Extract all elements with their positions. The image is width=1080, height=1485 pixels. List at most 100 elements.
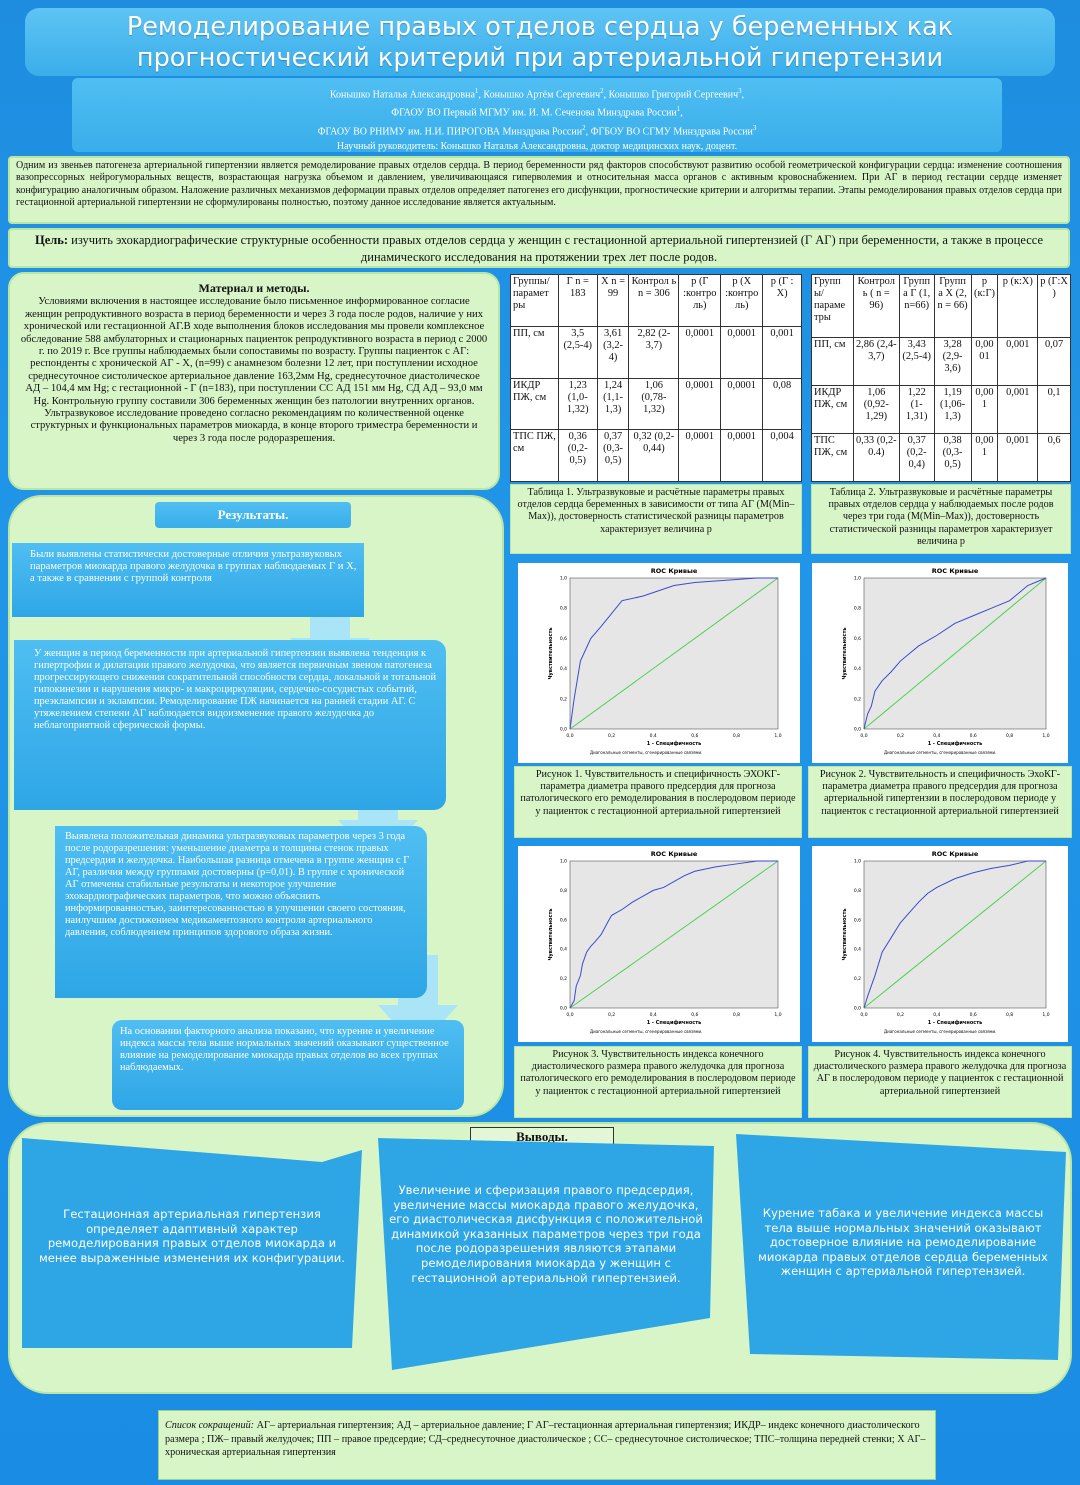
x-tick-label: 0,0 (566, 733, 573, 739)
table-header-cell: Групп ы/ параме тры (811, 274, 854, 338)
table-cell: 0,37 (0,3-0,5) (596, 429, 630, 482)
y-tick-label: 0,8 (560, 606, 567, 612)
table-cell: 3,61 (3,2-4) (596, 325, 630, 379)
table-cell: 0,0001 (678, 429, 722, 482)
x-tick-label: 1,0 (774, 733, 781, 739)
y-tick-label: 0,8 (560, 888, 567, 894)
y-axis-label: Чувствительность (548, 627, 554, 679)
table-cell: 0,004 (762, 429, 802, 482)
x-tick-label: 1,0 (1042, 1012, 1049, 1018)
roc-curve (863, 860, 1046, 1009)
chart-footnote: Диагональные сегменты, сгенерированные с… (884, 750, 996, 755)
chart-footnote: Диагональные сегменты, сгенерированные с… (884, 1029, 996, 1034)
chart-footnote: Диагональные сегменты, сгенерированные с… (590, 750, 702, 755)
x-tick-label: 1,0 (774, 1012, 781, 1018)
table-cell: 0,001 (997, 432, 1039, 483)
table-header-cell: Контрол ь ( n = 96) (852, 274, 900, 338)
y-tick-label: 0,6 (854, 636, 861, 642)
authors-names: Конышко Наталья Александровна1, Конышко … (329, 87, 745, 101)
table-cell: ТПС ПЖ, см (510, 429, 559, 482)
conclusion-shape-3 (736, 1134, 1066, 1360)
table-cell: 0,001 (997, 384, 1039, 434)
result-box-2: У женщин в период беременности при артер… (14, 640, 446, 810)
table-header-cell: Групп а Г (1, n=66) (898, 274, 935, 338)
y-tick-label: 0,8 (854, 606, 861, 612)
roc-curve (569, 577, 778, 730)
x-tick-label: 0,8 (1006, 733, 1013, 739)
y-tick-label: 1,0 (854, 576, 861, 582)
y-axis-label: Чувствительность (548, 908, 554, 960)
table-cell: 0,38 (0,3-0,5) (933, 432, 972, 483)
table-cell: 2,86 (2,4-3,7) (852, 336, 900, 386)
x-tick-label: 0,4 (650, 1012, 657, 1018)
reference-diagonal (569, 860, 779, 1009)
y-tick-label: 0,4 (560, 947, 567, 953)
table-1-caption: Таблица 1. Ультразвуковые и расчётные па… (510, 484, 802, 554)
y-tick-label: 0,6 (854, 917, 861, 923)
table-cell: 0,0001 (720, 377, 764, 431)
x-axis-label: 1 - Специфичность (647, 740, 702, 747)
table-cell: 1,23 (1,0-1,32) (557, 377, 598, 431)
introduction: Одним из звеньев патогенеза артериальной… (8, 156, 1070, 224)
x-tick-label: 0,6 (691, 1012, 698, 1018)
table-cell: 0,00 1 (970, 384, 999, 434)
y-axis-label: Чувствительность (842, 908, 848, 960)
table-cell: ИКДР ПЖ, см (510, 377, 559, 431)
table-header-cell: р (Г : Х) (762, 274, 802, 327)
table-cell: 1,06 (0,92-1,29) (852, 384, 900, 434)
chart-title: ROC Кривые (932, 850, 979, 858)
y-tick-label: 0,2 (854, 976, 861, 982)
x-tick-label: 0,4 (933, 1012, 940, 1018)
table-cell: ИКДР ПЖ, см (811, 384, 854, 434)
y-tick-label: 0,4 (854, 666, 861, 672)
chart-title: ROC Кривые (932, 567, 979, 575)
x-axis-label: 1 - Специфичность (928, 1019, 983, 1026)
conclusion-3: Курение табака и увеличение индекса масс… (758, 1206, 1048, 1279)
x-tick-label: 0,6 (691, 733, 698, 739)
x-tick-label: 0,2 (897, 733, 904, 739)
abbreviations-text: АГ– артериальная гипертензия; АД – артер… (165, 1420, 926, 1458)
table-header-cell: р (Х :контро ль) (720, 274, 764, 327)
table-cell: 3,28 (2,9-3,6) (933, 336, 972, 386)
conclusion-shape-1 (22, 1138, 362, 1348)
table-cell: 3,5 (2,5-4) (557, 325, 598, 379)
x-tick-label: 0,6 (970, 733, 977, 739)
table-header-cell: р (Г:Х ) (1037, 274, 1071, 338)
conclusion-1: Гестационная артериальная гипертензия оп… (39, 1207, 345, 1265)
table-cell: 0,0001 (678, 377, 722, 431)
title-line-1: Ремоделирование правых отделов сердца у … (126, 12, 954, 42)
table-cell: 0,07 (1037, 336, 1071, 386)
table-cell: 0,36 (0,2-0,5) (557, 429, 598, 482)
table-header-cell: р (к:Х) (997, 274, 1039, 338)
methods-block: Материал и методы. Условиями включения в… (8, 272, 500, 490)
aim-block: Цель: изучить эхокардиографические струк… (8, 228, 1070, 268)
table-cell: 2,82 (2-3,7) (628, 325, 680, 379)
table-cell: 0,00 01 (970, 336, 999, 386)
aim-label: Цель: (34, 233, 69, 247)
poster-title: Ремоделирование правых отделов сердца у … (25, 8, 1055, 76)
table-cell: 0,37 (0,2-0,4) (898, 432, 935, 483)
abbreviations: Список сокращений: АГ– артериальная гипе… (158, 1410, 936, 1480)
table-header-cell: Групп а Х (2, n = 66) (933, 274, 972, 338)
result-box-3: Выявлена положительная динамика ультразв… (55, 826, 427, 998)
chart-footnote: Диагональные сегменты, сгенерированные с… (590, 1029, 702, 1034)
y-tick-label: 0,0 (854, 1006, 861, 1012)
table-header-cell: Группы/ парамет ры (510, 274, 559, 327)
title-line-2: прогностический критерий при артериально… (136, 43, 944, 73)
aim-text: изучить эхокардиографические структурные… (68, 233, 1044, 264)
figure-4-caption: Рисунок 4. Чувствительность индекса коне… (808, 1046, 1072, 1118)
conclusion-2: Увеличение и сферизация правого предсерд… (389, 1183, 703, 1285)
figure-1-caption: Рисунок 1. Чувствительность и специфично… (514, 766, 802, 838)
table-header-cell: Х n = 99 (596, 274, 630, 327)
table-cell: ТПС ПЖ, см (811, 432, 854, 483)
y-tick-label: 0,4 (854, 947, 861, 953)
y-tick-label: 0,6 (560, 917, 567, 923)
